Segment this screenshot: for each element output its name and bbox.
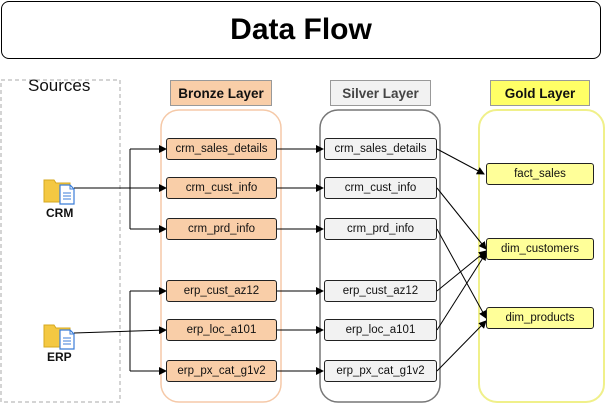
silver-node-crm-cust-info: crm_cust_info [324, 177, 437, 199]
bronze-node-crm-prd-info: crm_prd_info [166, 218, 277, 240]
bronze-layer-label: Bronze Layer [170, 80, 272, 106]
gold-node-dim-customers: dim_customers [486, 238, 594, 260]
crm-folder-document-icon [43, 175, 77, 210]
silver-node-erp-loc-a101: erp_loc_a101 [324, 319, 437, 341]
sources-label: Sources [28, 76, 91, 95]
edge-s4-dimcust [436, 250, 487, 292]
silver-node-crm-sales-details: crm_sales_details [324, 138, 437, 160]
gold-layer-label: Gold Layer [490, 80, 590, 106]
crm-source-label: CRM [46, 206, 74, 220]
bronze-node-crm-sales-details: crm_sales_details [166, 138, 277, 160]
silver-node-erp-px-cat-g1v2: erp_px_cat_g1v2 [324, 360, 437, 382]
silver-node-crm-prd-info: crm_prd_info [324, 218, 437, 240]
silver-layer-label: Silver Layer [330, 80, 431, 106]
erp-source-label: ERP [47, 350, 72, 364]
diagram-title: Data Flow [230, 13, 372, 46]
bronze-node-crm-cust-info: crm_cust_info [166, 177, 277, 199]
title-box: Data Flow [1, 1, 601, 59]
silver-container [319, 109, 441, 403]
edge-s6-dimprod [436, 320, 487, 372]
erp-line-main [73, 326, 167, 335]
edge-s5-dimcust [436, 252, 487, 331]
bronze-node-erp-loc-a101: erp_loc_a101 [166, 319, 277, 341]
bronze-node-erp-px-cat-g1v2: erp_px_cat_g1v2 [166, 360, 277, 382]
silver-node-erp-cust-az12: erp_cust_az12 [324, 280, 437, 302]
sources-container [0, 79, 121, 403]
edge-s2-dimcust [436, 187, 487, 250]
edge-s3-dimprod [436, 228, 487, 319]
bronze-node-erp-cust-az12: erp_cust_az12 [166, 280, 277, 302]
edge-s1-fact [436, 148, 485, 175]
erp-folder-document-icon [43, 320, 77, 355]
gold-node-fact-sales: fact_sales [486, 163, 594, 185]
gold-node-dim-products: dim_products [486, 307, 594, 329]
bronze-container [160, 109, 282, 403]
